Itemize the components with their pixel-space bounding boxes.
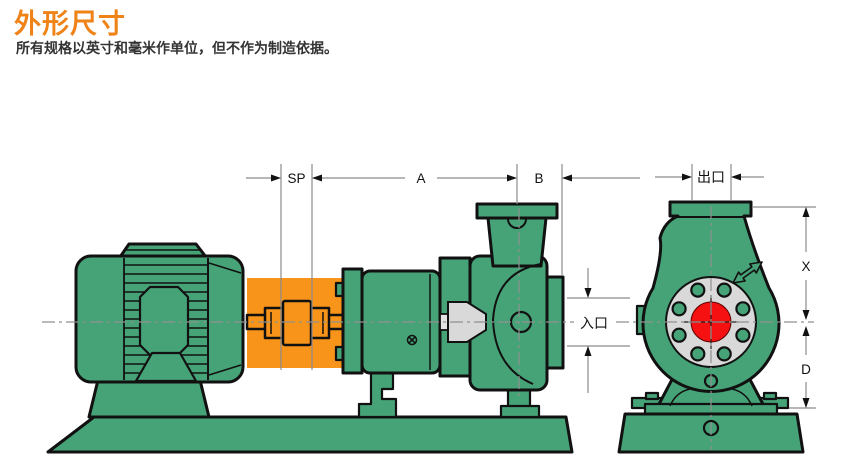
- foot-bolt-left: [644, 391, 660, 401]
- motor-center-panel: [138, 285, 190, 357]
- bearing-frame: [334, 267, 442, 375]
- discharge-neck: [486, 216, 548, 268]
- dim-label-outlet: 出口: [697, 169, 725, 185]
- casing-inner-profile: [491, 263, 542, 385]
- motor-end-bell: [207, 258, 242, 380]
- pump-casing-side: [406, 202, 565, 392]
- page-title: 外形尺寸: [14, 9, 126, 39]
- casing-foot-pad: [499, 404, 541, 419]
- end-view: [616, 200, 814, 454]
- flange-bolt-holes: [671, 282, 751, 362]
- leg-arch-right: [731, 388, 753, 407]
- dim-label-d: D: [801, 362, 811, 377]
- rotation-arrow-icon: [732, 261, 763, 284]
- frame-support-bracket: [357, 371, 398, 419]
- dimension-annotations: SP A B 入口 出口 X: [246, 164, 816, 409]
- discharge-bore: [507, 218, 527, 229]
- motor: [74, 242, 245, 384]
- leg-arch-left: [669, 388, 691, 407]
- motor-pedestal: [87, 378, 211, 419]
- baseplate-side: [46, 415, 574, 454]
- dim-label-sp: SP: [287, 171, 305, 186]
- frame-flange: [341, 267, 364, 375]
- discharge-flange: [475, 202, 559, 220]
- coupling-spacer: [281, 299, 313, 347]
- dim-label-a: A: [416, 171, 425, 186]
- dim-label-x: X: [801, 259, 810, 274]
- motor-foot: [134, 351, 198, 383]
- foot-bolt-right: [762, 391, 778, 401]
- dim-label-inlet: 入口: [580, 315, 608, 331]
- side-view: [42, 202, 574, 454]
- grease-fitting-icon: [406, 334, 418, 346]
- dim-label-b: B: [534, 171, 543, 186]
- page-subtitle: 所有规格以英寸和毫米作单位，但不作为制造依据。: [16, 40, 338, 56]
